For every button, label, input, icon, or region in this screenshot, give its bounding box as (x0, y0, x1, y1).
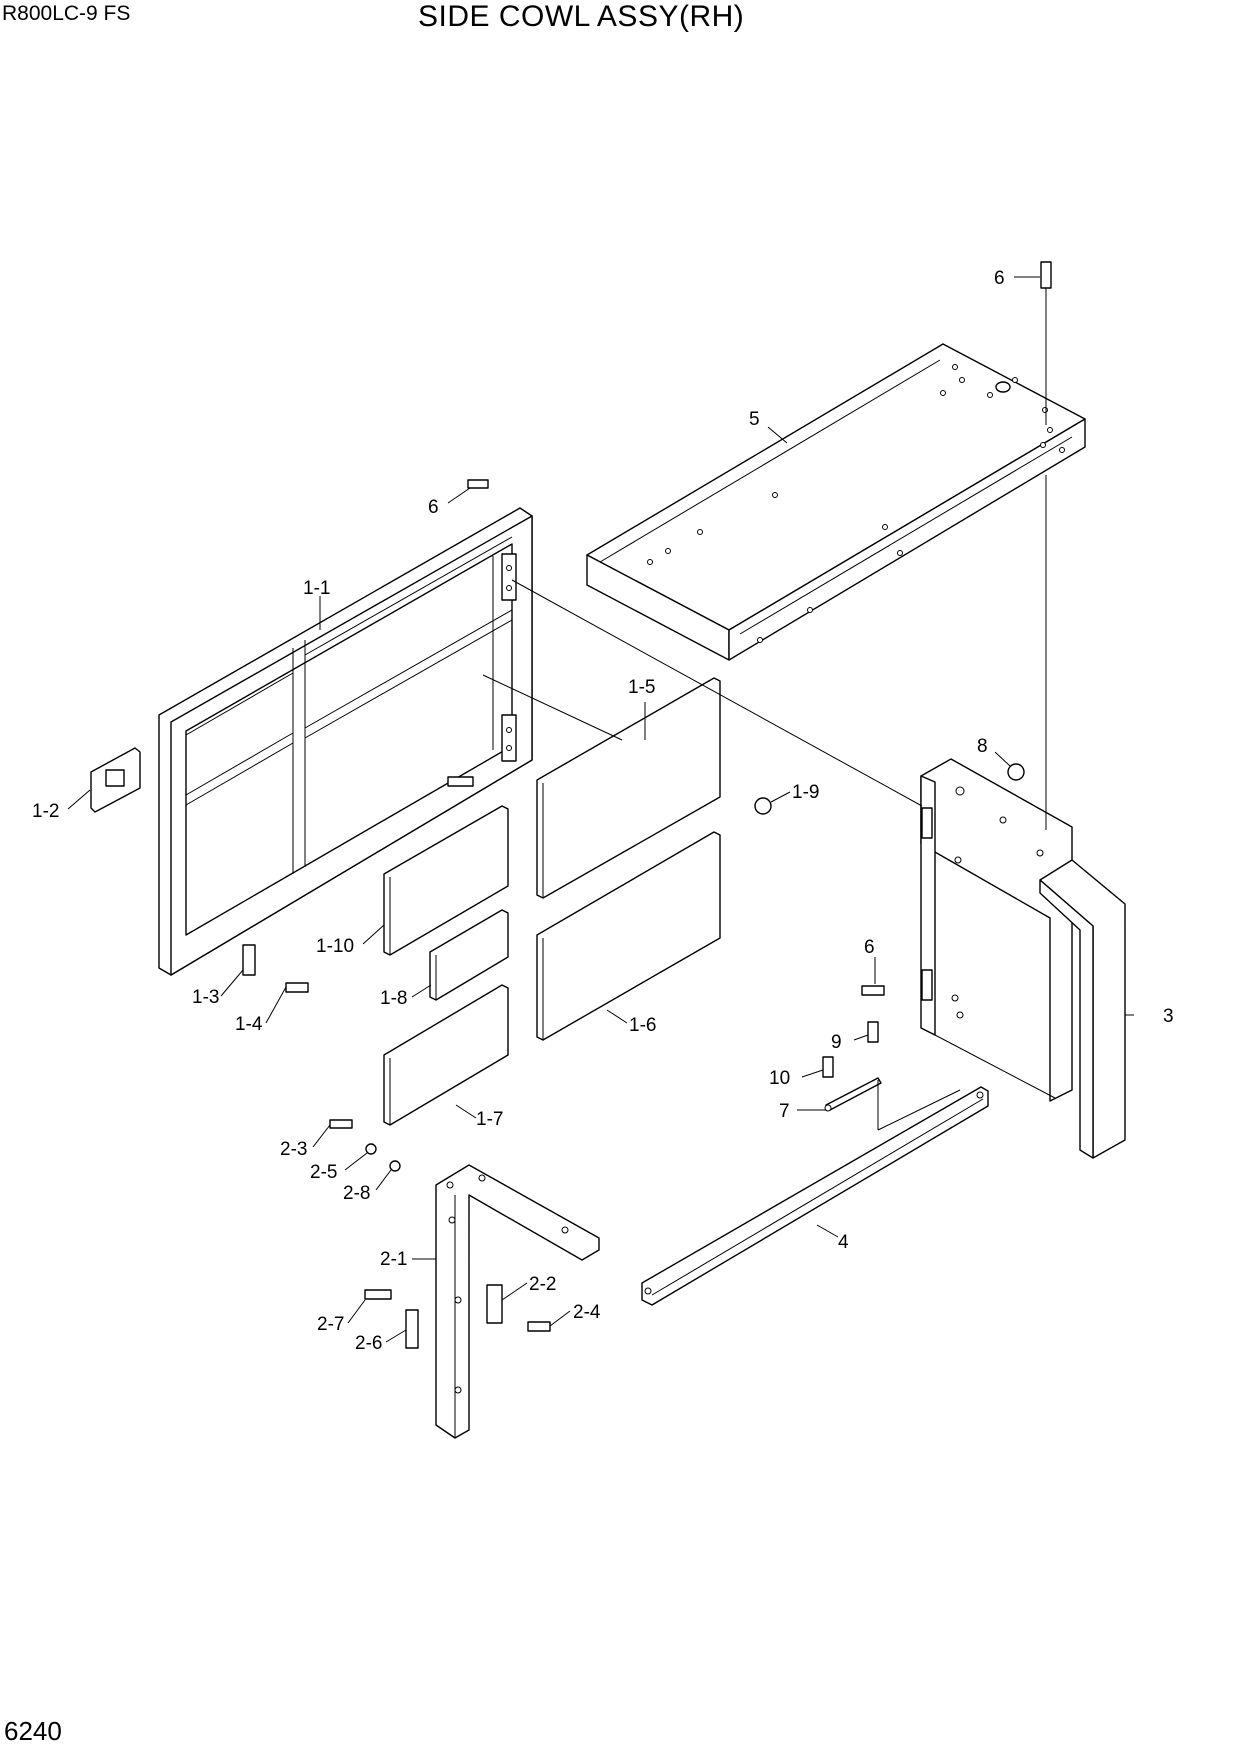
part-7-handle (824, 1077, 882, 1112)
part-1-1-door-frame (158, 507, 533, 976)
callout-6-mid: 6 (864, 937, 875, 958)
part-4-lower-rail (641, 1086, 989, 1306)
part-2-6-bracket (405, 1309, 419, 1349)
callout-2-8: 2-8 (343, 1183, 370, 1204)
callout-2-3: 2-3 (280, 1139, 307, 1160)
callout-4: 4 (838, 1232, 849, 1253)
part-2-1-l-bracket (435, 1164, 600, 1439)
part-1-8-panel (429, 909, 509, 1001)
leader-lines (67, 276, 1134, 1343)
callout-2-5: 2-5 (310, 1162, 337, 1183)
callout-3: 3 (1163, 1006, 1174, 1027)
page-title: SIDE COWL ASSY(RH) (418, 0, 745, 33)
callout-1-6: 1-6 (629, 1015, 656, 1036)
callout-1-7: 1-7 (476, 1109, 503, 1130)
callout-8: 8 (977, 736, 988, 757)
callout-1-3: 1-3 (192, 987, 219, 1008)
callout-1-5: 1-5 (628, 677, 655, 698)
part-1-10-panel (383, 805, 509, 956)
part-5-top-cover (586, 343, 1086, 661)
callout-6-left: 6 (428, 497, 439, 518)
part-1-7-panel (383, 984, 509, 1126)
callout-2-1: 2-1 (380, 1249, 407, 1270)
part-3-side-frame (920, 758, 1126, 1159)
part-1-5-panel (536, 677, 721, 899)
callout-1-8: 1-8 (380, 988, 407, 1009)
part-2-2-bracket (486, 1284, 503, 1324)
model-number: R800LC-9 FS (2, 2, 131, 25)
page-number: 6240 (4, 1716, 62, 1746)
callout-5: 5 (749, 409, 760, 430)
assembly-guide-lines (482, 288, 1056, 1131)
callout-1-4: 1-4 (235, 1014, 263, 1035)
part-1-6-panel (536, 831, 721, 1041)
callout-9: 9 (831, 1032, 842, 1053)
part-1-2-latch (90, 747, 141, 813)
part-1-3-bracket (242, 944, 256, 976)
callout-1-10: 1-10 (316, 936, 354, 957)
callout-7: 7 (779, 1101, 790, 1122)
callout-labels: 6 5 6 1-1 1-5 8 1-2 1-9 1-10 6 1-3 1-8 1… (32, 268, 1174, 1354)
fasteners (285, 261, 1052, 1332)
callout-1-9: 1-9 (792, 782, 819, 803)
callout-2-4: 2-4 (573, 1302, 601, 1323)
callout-1-2: 1-2 (32, 801, 59, 822)
callout-2-2: 2-2 (529, 1274, 556, 1295)
callout-2-6: 2-6 (355, 1333, 382, 1354)
callout-1-1: 1-1 (303, 578, 330, 599)
callout-2-7: 2-7 (317, 1314, 344, 1335)
callout-10: 10 (769, 1068, 790, 1089)
callout-6-top: 6 (994, 268, 1005, 289)
